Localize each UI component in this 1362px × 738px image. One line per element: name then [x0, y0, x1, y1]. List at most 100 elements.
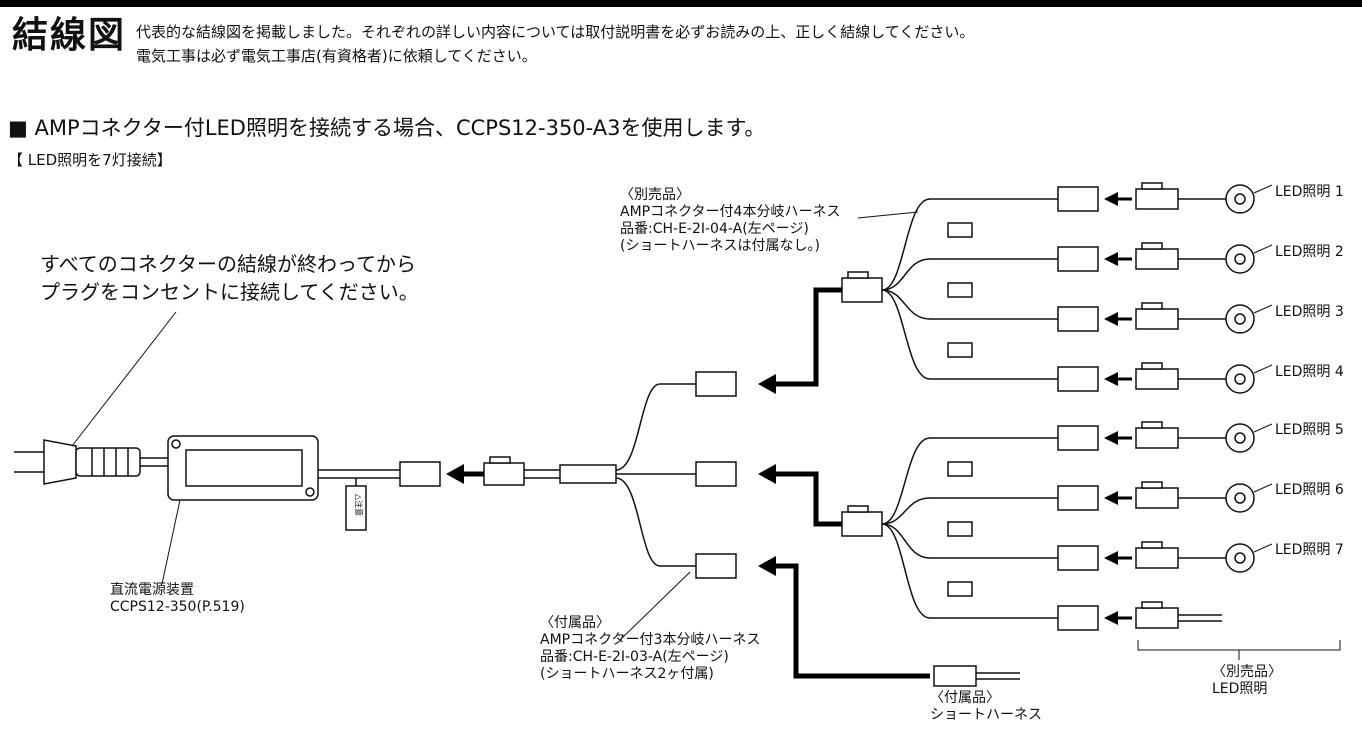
unit-connector: [399, 461, 441, 487]
section-heading: ■ AMPコネクター付LED照明を接続する場合、CCPS12-350-A3を使用…: [8, 116, 766, 140]
led-plug: [1135, 248, 1179, 270]
power-unit-panel: [185, 449, 303, 487]
led-sold-label: 〈別売品〉 LED照明: [1212, 664, 1282, 698]
harness4-plug-2: [841, 511, 883, 537]
harness4-line-3: 品番:CH-E-2I-04-A(左ページ): [620, 221, 809, 237]
plug-body: [43, 439, 77, 485]
harness4-socket-2-2: [1057, 485, 1099, 511]
harness3-socket-3: [695, 553, 737, 579]
led-sold-line-2: LED照明: [1212, 681, 1268, 697]
arrow-head-top: [758, 374, 776, 394]
harness4-line-4: (ショートハーネスは付属なし。): [620, 238, 820, 254]
harness3-socket-2: [695, 461, 737, 487]
harness3-branch-bottom: [615, 477, 696, 567]
short-plug-stub: [947, 521, 973, 537]
harness4-plug-1: [841, 277, 883, 303]
intro-line-2: 電気工事は必ず電気工事店(有資格者)に依頼してください。: [136, 47, 537, 65]
led-plug: [1135, 368, 1179, 390]
output-cord: [318, 469, 400, 479]
arrow-head-mid: [758, 464, 776, 484]
small-arrow-icon: [1104, 491, 1118, 505]
intro-line-1: 代表的な結線図を掲載しました。それぞれの詳しい内容については取付説明書を必ずお読…: [136, 23, 975, 41]
small-arrow-icon: [1104, 551, 1118, 565]
harness3-line-4: (ショートハーネス2ヶ付属): [540, 666, 714, 682]
power-unit-label: 直流電源装置 CCPS12-350(P.519): [110, 582, 245, 616]
harness3-line-3: 品番:CH-E-2I-03-A(左ページ): [540, 649, 729, 665]
harness4-branch-1-4: [881, 289, 1058, 380]
power-unit-label-2: CCPS12-350(P.519): [110, 599, 245, 615]
led-plug: [1135, 188, 1179, 210]
arrow-path-mid: [772, 471, 856, 527]
power-unit-label-1: 直流電源装置: [110, 582, 194, 598]
short-plug-stub: [947, 461, 973, 477]
harness4-socket-1-2: [1057, 246, 1099, 272]
arrow-path-top: [772, 287, 856, 387]
harness4-label: 〈別売品〉 AMPコネクター付4本分岐ハーネス 品番:CH-E-2I-04-A(…: [620, 187, 840, 255]
harness3-input-plug: [483, 462, 525, 486]
short-harness-line-1: 〈付属品〉: [930, 690, 1000, 706]
harness4-socket-1-4: [1057, 366, 1099, 392]
led-plug: [1135, 487, 1179, 509]
harness4-line-1: 〈別売品〉: [620, 187, 690, 203]
harness4-branch-2-3: [881, 523, 1058, 559]
led-label-4: LED照明 4: [1275, 364, 1344, 380]
arrow-head-unit: [446, 464, 464, 484]
plug-note-line-2: プラグをコンセントに接続してください。: [40, 280, 419, 304]
led-label-1: LED照明 1: [1275, 184, 1344, 200]
harness4-branch-2-4: [881, 523, 1058, 619]
short-harness-label: 〈付属品〉 ショートハーネス: [930, 690, 1042, 724]
harness4-socket-2-4: [1057, 605, 1099, 631]
led-label-2: LED照明 2: [1275, 244, 1344, 260]
plug-grip: [75, 447, 141, 477]
short-plug-stub: [947, 282, 973, 298]
power-unit-screw-1: [171, 439, 181, 449]
harness3-socket-1: [695, 371, 737, 397]
harness4-socket-1-3: [1057, 306, 1099, 332]
small-arrow-icon: [1104, 611, 1118, 625]
harness3-sleeve: [559, 464, 617, 484]
led-label-6: LED照明 6: [1275, 482, 1344, 498]
power-unit-screw-2: [305, 487, 315, 497]
led-label-5: LED照明 5: [1275, 422, 1344, 438]
caution-tag-text: △注意: [354, 494, 364, 516]
small-arrow-icon: [1104, 192, 1118, 206]
intro-text: 代表的な結線図を掲載しました。それぞれの詳しい内容については取付説明書を必ずお読…: [136, 20, 974, 68]
plug-cord: [140, 457, 168, 467]
harness4-socket-2-3: [1057, 545, 1099, 571]
led-plug: [1135, 308, 1179, 330]
led-label-7: LED照明 7: [1275, 542, 1344, 558]
short-plug-stub: [947, 342, 973, 358]
small-arrow-icon: [1104, 252, 1118, 266]
short-plug-stub: [947, 222, 973, 238]
harness4-socket-2-1: [1057, 425, 1099, 451]
harness4-branch-1-1: [881, 198, 1058, 291]
plug-grip-ridges: [91, 448, 129, 476]
led-plug: [1135, 607, 1179, 629]
harness3-branch-top: [615, 383, 696, 471]
plug-note-line-1: すべてのコネクターの結線が終わってから: [40, 252, 416, 276]
harness4-branch-2-2: [881, 497, 1058, 525]
page-title: 結線図: [12, 15, 127, 56]
led-plug: [1135, 547, 1179, 569]
harness4-branch-2-1: [881, 437, 1058, 525]
top-rule: [0, 0, 1362, 7]
plug-note: すべてのコネクターの結線が終わってから プラグをコンセントに接続してください。: [40, 250, 419, 306]
harness4-branch-1-2: [881, 258, 1058, 291]
small-arrow-icon: [1104, 431, 1118, 445]
harness3-line-1: 〈付属品〉: [540, 615, 610, 631]
harness4-branch-1-3: [881, 289, 1058, 320]
harness3-line-2: AMPコネクター付3本分岐ハーネス: [540, 632, 761, 648]
harness3-label: 〈付属品〉 AMPコネクター付3本分岐ハーネス 品番:CH-E-2I-03-A(…: [540, 615, 760, 683]
harness4-line-2: AMPコネクター付4本分岐ハーネス: [620, 204, 841, 220]
arrow-path-bottom: [772, 563, 930, 679]
short-harness-line-2: ショートハーネス: [930, 707, 1042, 723]
led-bracket: [1137, 640, 1341, 660]
short-plug-stub: [947, 581, 973, 597]
led-plug: [1135, 427, 1179, 449]
led-sold-line-1: 〈別売品〉: [1212, 664, 1282, 680]
short-harness-cord: [976, 672, 1020, 680]
short-harness-plug: [933, 665, 977, 687]
harness4-socket-1-1: [1057, 186, 1099, 212]
small-arrow-icon: [1104, 312, 1118, 326]
